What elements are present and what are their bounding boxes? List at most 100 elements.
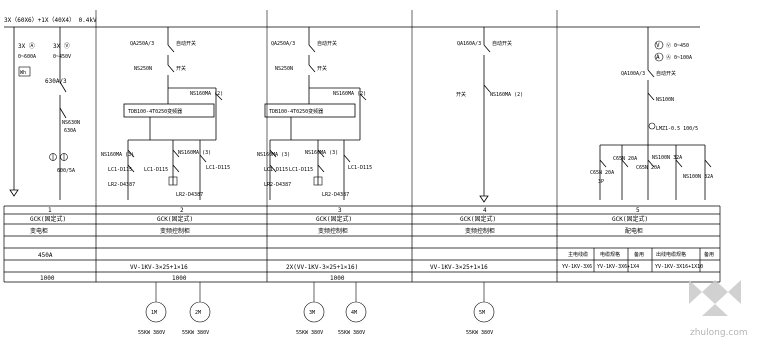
ammeter-label: 3X Ⓐ xyxy=(18,42,35,50)
cable-spec: VV-1KV-3×25+1×16 xyxy=(130,264,188,271)
breaker-note: 自动开关 xyxy=(656,70,676,77)
branch-1-sub: 3P xyxy=(598,179,604,185)
panel-number: 1 xyxy=(48,207,52,214)
motor-5: 5M 55KW 380V xyxy=(466,282,495,336)
left-relay-label: LR2-D4387 xyxy=(108,182,135,188)
motor-1: 1M 55KW 380V xyxy=(138,282,167,336)
module-label: NS160MA (2) xyxy=(490,92,523,98)
switch-note: 开关 xyxy=(317,65,327,72)
motor-3: 3M 55KW 380V xyxy=(296,282,325,336)
breaker-label: QA250A/3 xyxy=(271,41,295,47)
meter-box-label: Wh xyxy=(20,70,26,76)
breaker-label: QA250A/3 xyxy=(130,41,154,47)
motor-id: 5M xyxy=(479,310,485,316)
bypass-breaker-label: NS160MA (2) xyxy=(333,91,366,97)
right-contactor-label: LC1-D115 xyxy=(348,165,372,171)
voltmeter-symbol: V xyxy=(656,42,660,49)
busbar-label: 3X（60X6）+1X（40X4） 0.4kV xyxy=(4,17,97,24)
voltmeter-range: 0~450V xyxy=(53,54,71,60)
rated-current: 450A xyxy=(38,252,53,259)
column-3-circuit: QA250A/3 自动开关 NS250N 开关 NS160MA (2) TDB1… xyxy=(257,27,372,200)
left-contactor-label: LC1-D115 xyxy=(264,167,288,173)
ct-label: 600/5A xyxy=(57,168,75,174)
voltmeter-label: 3X Ⓥ xyxy=(53,42,70,50)
motor-id: 4M xyxy=(351,310,357,316)
inverter-label: TDB100-4T0250变频器 xyxy=(269,108,323,115)
breaker-note: 自动开关 xyxy=(176,40,196,47)
voltmeter-label: Ⓥ 0~450 xyxy=(666,42,689,49)
motor-4: 4M 55KW 380V xyxy=(338,282,367,336)
breaker-label: QA100A/3 xyxy=(621,71,645,77)
main-breaker-rating: 630A xyxy=(64,128,76,134)
panel-usage: 变频控制柜 xyxy=(160,227,190,235)
main-switch-label: 630A/3 xyxy=(45,78,67,85)
motor-label: 55KW 380V xyxy=(296,330,323,336)
branch-1-label: C65N 20A xyxy=(590,170,614,176)
panel-number: 3 xyxy=(338,207,342,214)
motor-2: 2M 55KW 380V xyxy=(182,282,211,336)
motor-label: 55KW 380V xyxy=(138,330,165,336)
ammeter-label: Ⓐ 0~100A xyxy=(666,54,692,61)
column-4-circuit: QA160A/3 自动开关 开关 NS160MA (2) xyxy=(456,27,523,203)
column-1-circuit: 3X Ⓐ 0~600A 3X Ⓥ 0~450V Wh 630A/3 NS630N… xyxy=(9,27,80,200)
motor-label: 55KW 380V xyxy=(338,330,365,336)
mid-relay-label: LR2-D4387 xyxy=(176,192,203,198)
sub-header: 电缆规格 xyxy=(600,251,620,258)
switch-note: 开关 xyxy=(456,91,466,98)
ct-label: LMZ1-0.5 100/5 xyxy=(656,126,698,132)
sub-header: 出线电缆规格 xyxy=(656,251,686,258)
motor-label: 55KW 380V xyxy=(466,330,493,336)
panel-width: 1000 xyxy=(330,275,345,282)
cable-spec: VV-1KV-3×25+1×16 xyxy=(430,264,488,271)
panel-type: GCK(固定式) xyxy=(30,215,66,223)
panel-type: GCK(固定式) xyxy=(157,215,193,223)
ammeter-range: 0~600A xyxy=(18,54,36,60)
sub-header: 备用 xyxy=(704,251,714,258)
inverter-label: TDB100-4T0250变频器 xyxy=(128,108,182,115)
panel-type: GCK(固定式) xyxy=(316,215,352,223)
panel-type: GCK(固定式) xyxy=(612,215,648,223)
motor-label: 55KW 380V xyxy=(182,330,209,336)
bypass-breaker-label: NS160MA (2) xyxy=(190,91,223,97)
mid-contactor-label: LC1-D115 xyxy=(144,167,168,173)
branch-3-label: C65N 20A xyxy=(636,165,660,171)
panel-width: 1000 xyxy=(40,275,55,282)
breaker-note: 自动开关 xyxy=(317,40,337,47)
sub-header: 备用 xyxy=(634,251,644,258)
mid-breaker-label: NS160MA (3) xyxy=(178,150,211,156)
panel-width: 1000 xyxy=(172,275,187,282)
column-2-circuit: QA250A/3 自动开关 NS250N 开关 NS160MA (2) TDB1… xyxy=(101,27,230,200)
watermark-logo xyxy=(689,280,741,316)
cable-spec: 2X(VV-1KV-3×25+1×16) xyxy=(286,264,358,271)
switch-label: NS100N xyxy=(656,97,674,103)
mid-breaker-label: NS160MA (3) xyxy=(305,150,338,156)
breaker-label: QA160A/3 xyxy=(457,41,481,47)
motor-id: 1M xyxy=(151,310,157,316)
panel-usage: 配电柜 xyxy=(625,227,643,235)
branch-4-label: NS100N 32A xyxy=(652,155,682,161)
left-breaker-label: NS160MA (3) xyxy=(257,152,290,158)
sub-value: YV-1KV-3X6 xyxy=(562,264,592,270)
panel-number: 2 xyxy=(180,207,184,214)
sub-value: YV-1KV-3X6+1X4 xyxy=(597,264,639,270)
schedule-table: 1 2 3 4 5 GCK(固定式) GCK(固定式) GCK(固定式) GCK… xyxy=(3,205,721,283)
switch-label: NS250N xyxy=(134,66,152,72)
panel-usage: 变电柜 xyxy=(30,227,48,235)
column-5-circuit: V A Ⓥ 0~450 Ⓐ 0~100A QA100A/3 自动开关 NS100… xyxy=(590,27,713,200)
left-breaker-label: NS160MA (3) xyxy=(101,152,134,158)
sub-header: 主电线缆 xyxy=(568,251,588,258)
panel-number: 4 xyxy=(483,207,487,214)
main-breaker-model: NS630N xyxy=(62,120,80,126)
sub-value: YV-1KV-3X16+1X10 xyxy=(655,264,703,270)
branch-5-label: NS100N 32A xyxy=(683,174,713,180)
left-relay-label: LR2-D4387 xyxy=(264,182,291,188)
panel-usage: 变频控制柜 xyxy=(465,227,495,235)
right-contactor-label: LC1-D115 xyxy=(206,165,230,171)
panel-type: GCK(固定式) xyxy=(460,215,496,223)
panel-usage: 变频控制柜 xyxy=(318,227,348,235)
mid-contactor-label: LC1-D115 xyxy=(289,167,313,173)
ammeter-symbol: A xyxy=(656,54,660,61)
branch-2-label: C65N 20A xyxy=(613,156,637,162)
motor-id: 3M xyxy=(309,310,315,316)
